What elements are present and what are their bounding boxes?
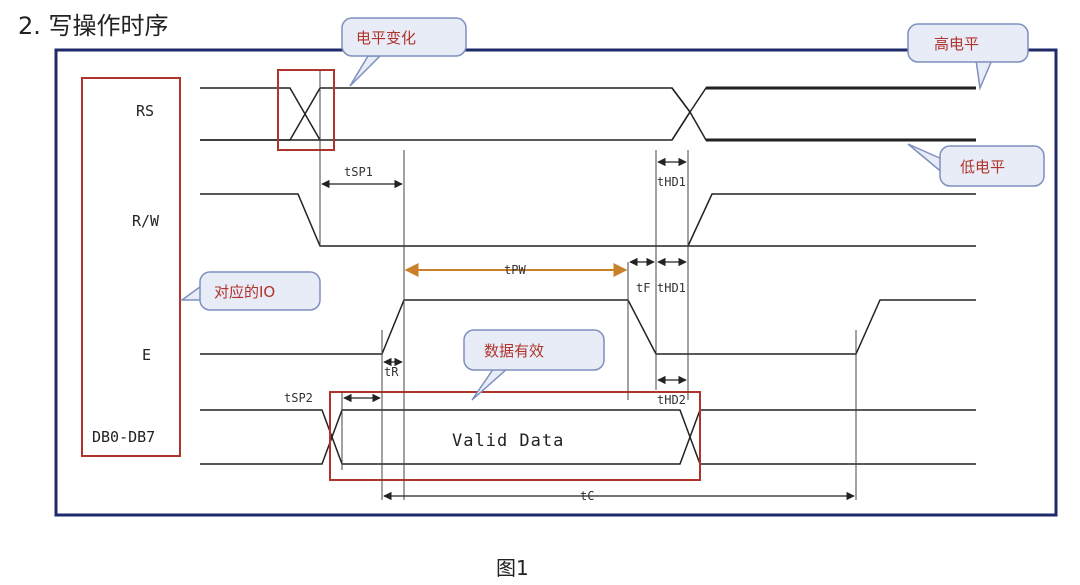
callout-data-valid-text: 数据有效 xyxy=(484,342,544,360)
callout-low-level: 低电平 xyxy=(907,143,1045,187)
callout-high-level-text: 高电平 xyxy=(934,35,979,53)
callout-io: 对应的IO xyxy=(179,271,321,311)
tf-label: tF xyxy=(636,281,650,295)
signal-label-e: E xyxy=(142,346,151,364)
thd1-mid-label: tHD1 xyxy=(657,281,686,295)
thd1-top-label: tHD1 xyxy=(657,175,686,189)
signal-label-rs: RS xyxy=(136,102,154,120)
rs-transition-box xyxy=(277,69,335,151)
figure-caption: 图1 xyxy=(496,556,529,580)
callout-high-level: 高电平 xyxy=(907,23,1029,91)
io-signal-box xyxy=(81,77,181,457)
tr-label: tR xyxy=(384,365,399,379)
data-valid-box xyxy=(329,391,701,481)
rw-waveform xyxy=(200,193,976,247)
tc-label: tC xyxy=(580,489,594,503)
rs-waveform xyxy=(200,86,976,142)
callout-low-level-text: 低电平 xyxy=(960,158,1005,176)
valid-data-label: Valid Data xyxy=(452,431,564,451)
callout-io-text: 对应的IO xyxy=(214,283,275,301)
callout-level-change: 电平变化 xyxy=(341,17,467,87)
section-heading: 2. 写操作时序 xyxy=(18,12,169,40)
signal-label-rw: R/W xyxy=(132,212,160,230)
callout-data-valid: 数据有效 xyxy=(463,329,605,401)
tsp2-label: tSP2 xyxy=(284,391,313,405)
tpw-label: tPW xyxy=(504,263,526,277)
callout-level-change-text: 电平变化 xyxy=(356,29,416,47)
e-waveform xyxy=(200,299,976,355)
timing-reference-lines xyxy=(319,70,857,500)
thd2-label: tHD2 xyxy=(657,393,686,407)
db-waveform xyxy=(200,409,976,465)
tsp1-label: tSP1 xyxy=(344,165,373,179)
signal-label-db: DB0-DB7 xyxy=(92,428,155,446)
